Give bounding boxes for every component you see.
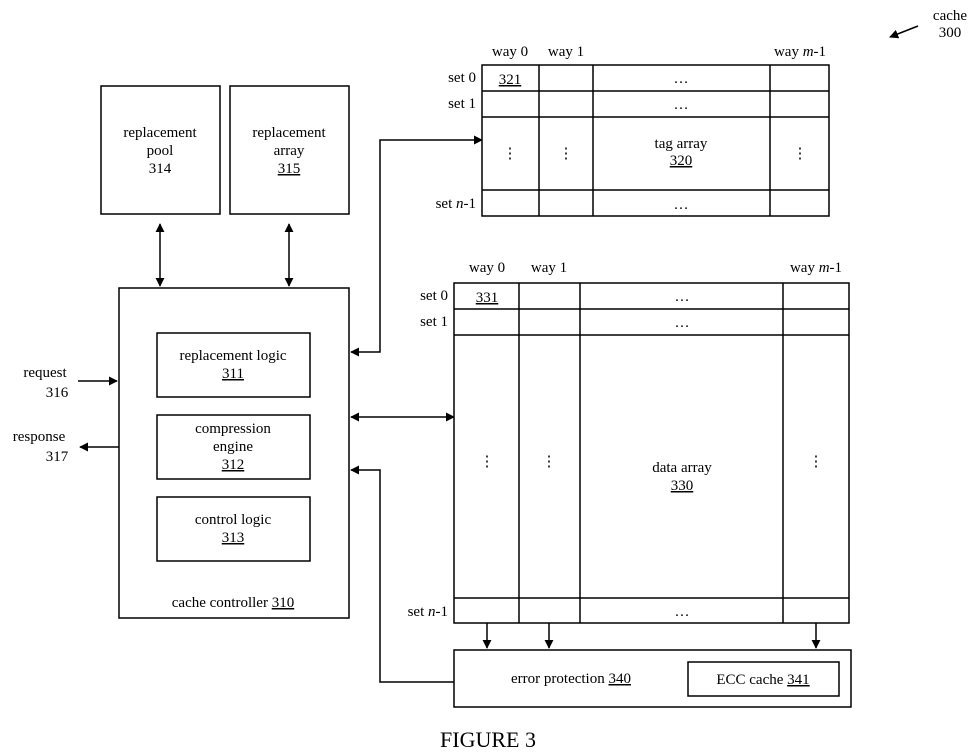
tag-set0-label: set 0 (448, 70, 476, 86)
tag-setn-label: set n-1 (436, 196, 476, 212)
request-label: request (23, 365, 67, 381)
control-logic-box (156, 496, 311, 562)
data-way1-header: way 1 (531, 260, 567, 276)
response-label: response (13, 429, 66, 445)
tag-array-grid (481, 64, 830, 217)
replacement-pool-label-2: pool (147, 143, 174, 159)
data-waym-header: way m-1 (790, 260, 842, 276)
tag-way0-header: way 0 (492, 44, 528, 60)
data-way0-header: way 0 (469, 260, 505, 276)
tag-vdots-way0: ⋮ (503, 146, 518, 162)
replacement-array-label-1: replacement (252, 125, 326, 141)
replacement-pool-box (100, 85, 221, 215)
cache-controller-label: cache controller 310 (172, 595, 294, 611)
data-ellipsis-setn: … (675, 604, 690, 620)
replacement-array-box (229, 85, 350, 215)
cache-ref-arrow (889, 25, 919, 39)
tag-ellipsis-setn: … (674, 197, 689, 213)
replacement-array-number: 315 (278, 161, 301, 177)
tag-cell-321: 321 (499, 72, 522, 88)
replacement-pool-label-1: replacement (123, 125, 197, 141)
data-array-number: 330 (671, 478, 694, 494)
replacement-logic-box (156, 332, 311, 398)
tag-vdots-waym: ⋮ (793, 146, 808, 162)
controller-tag-array-arrow (350, 135, 483, 357)
tag-array-label: tag array (655, 136, 708, 152)
tag-waym-header: way m-1 (774, 44, 826, 60)
data-ellipsis-set1: … (675, 315, 690, 331)
tag-way1-header: way 1 (548, 44, 584, 60)
error-protection-label: error protection 340 (511, 671, 631, 687)
figure-caption: FIGURE 3 (440, 727, 536, 752)
replacement-logic-number: 311 (222, 366, 244, 382)
ecc-cache-box (687, 661, 840, 697)
tag-array-number: 320 (670, 153, 693, 169)
data-vdots-way0: ⋮ (480, 454, 495, 470)
request-number: 316 (46, 385, 69, 401)
tag-vdots-way1: ⋮ (559, 146, 574, 162)
compression-engine-number: 312 (222, 457, 245, 473)
data-set0-label: set 0 (420, 288, 448, 304)
data-array-grid (453, 282, 850, 624)
compression-engine-label-2: engine (213, 439, 253, 455)
data-vdots-waym: ⋮ (809, 454, 824, 470)
cache-ref-label: cache (933, 8, 967, 24)
ecc-cache-label: ECC cache 341 (716, 672, 809, 688)
compression-engine-label-1: compression (195, 421, 271, 437)
replacement-pool-number: 314 (149, 161, 172, 177)
tag-ellipsis-set0: … (674, 71, 689, 87)
data-array-label: data array (652, 460, 712, 476)
data-vdots-way1: ⋮ (542, 454, 557, 470)
error-controller-arrow (350, 465, 454, 683)
cache-ref-number: 300 (939, 25, 962, 41)
data-ellipsis-set0: … (675, 289, 690, 305)
replacement-logic-label: replacement logic (179, 348, 286, 364)
data-setn-label: set n-1 (408, 604, 448, 620)
response-number: 317 (46, 449, 69, 465)
replacement-array-label-2: array (274, 143, 305, 159)
data-cell-331: 331 (476, 290, 499, 306)
data-set1-label: set 1 (420, 314, 448, 330)
compression-engine-box (156, 414, 311, 480)
control-logic-number: 313 (222, 530, 245, 546)
control-logic-label: control logic (195, 512, 272, 528)
tag-ellipsis-set1: … (674, 97, 689, 113)
tag-set1-label: set 1 (448, 96, 476, 112)
